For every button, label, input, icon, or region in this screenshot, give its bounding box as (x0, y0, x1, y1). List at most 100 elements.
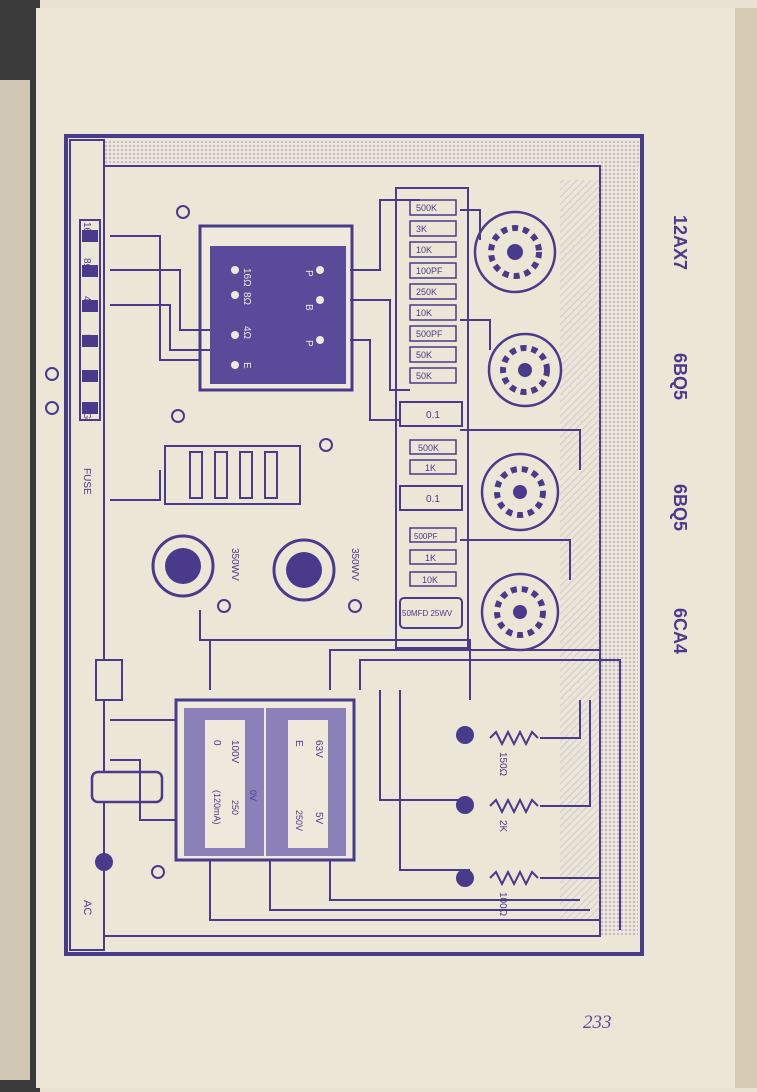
pt-tap-120ma: (120mA) (212, 790, 222, 825)
res-1k-mid (409, 459, 457, 475)
component-top-label-0: 500K (416, 203, 437, 213)
tube-socket-6ca4 (480, 572, 560, 652)
ot-tap-4: 4Ω (241, 326, 252, 340)
power-transformer (174, 698, 356, 862)
component-top-2 (409, 241, 457, 258)
tube-label-6ca4: 6CA4 (670, 608, 690, 655)
resistor-150-zigzag (489, 729, 539, 747)
fuse-label: FUSE (81, 468, 92, 495)
resistor-100-label: 100Ω (497, 892, 508, 917)
tube-socket-6bq5-1 (487, 332, 563, 408)
screw-6 (151, 865, 165, 879)
screw-3 (319, 438, 333, 452)
ot-tap-e: E (241, 362, 252, 369)
screw-2 (171, 409, 185, 423)
component-top-4 (409, 283, 457, 300)
res-1k-bot-label: 1K (425, 553, 436, 563)
component-top-label-1: 3K (416, 224, 427, 234)
chassis-hatch-right (560, 180, 600, 920)
fuse-holder (90, 770, 164, 804)
res-10k-bot (409, 571, 457, 587)
wiring-harness (110, 199, 621, 930)
cap-350wv-1: 350WV (229, 548, 240, 581)
output-terminal-strip (79, 219, 101, 421)
screw-4 (217, 599, 231, 613)
input-jack-1 (45, 367, 59, 381)
ot-tap-16: 16Ω (241, 268, 252, 287)
ot-tap-p1: P (303, 270, 314, 277)
pt-tap-250: 250 (230, 800, 240, 815)
pt-tap-0: 0 (211, 740, 222, 746)
terminal-8: 8Ω (81, 258, 92, 272)
component-top-label-6: 500PF (416, 329, 443, 339)
cap-50mfd (399, 597, 463, 629)
page-paper (36, 8, 752, 1088)
pt-tap-0v: 0V (248, 790, 258, 801)
component-top-label-4: 250K (416, 287, 437, 297)
ground-lug-1 (456, 726, 474, 744)
cap-350wv-2: 350WV (349, 548, 360, 581)
components-top-group: 500K 3K 10K 100PF 250K 10K 500PF 50K 50K (409, 199, 457, 384)
component-top-label-7: 50K (416, 350, 432, 360)
resistor-2k-label: 2K (497, 820, 508, 833)
component-top-7 (409, 346, 457, 363)
power-label: AC (81, 900, 93, 915)
component-top-3 (409, 262, 457, 279)
component-top-label-8: 50K (416, 371, 432, 381)
chassis-top-wall (104, 140, 640, 166)
electrolytic-cap-2 (272, 538, 336, 602)
pt-tap-e: E (293, 740, 304, 747)
resistor-100-zigzag (489, 869, 539, 887)
tube-label-12ax7: 12AX7 (670, 215, 690, 271)
res-500k-mid-label: 500K (418, 443, 439, 453)
pt-tap-250v: 250V (294, 810, 304, 831)
ot-tap-8: 8Ω (241, 292, 252, 306)
cap-0-1-a-label: 0.1 (426, 410, 440, 421)
terminal-e: E (81, 334, 92, 341)
cap-0-1-a (399, 401, 463, 427)
res-1k-bot (409, 549, 457, 565)
resistor-150-label: 150Ω (497, 752, 508, 777)
pt-tap-63v: 63V (313, 740, 324, 758)
component-top-6 (409, 325, 457, 342)
tube-socket-12ax7 (473, 210, 557, 294)
screw-1 (176, 205, 190, 219)
tube-label-6bq5-1: 6BQ5 (670, 353, 690, 401)
component-top-8 (409, 367, 457, 384)
cap-500pf-bot (409, 527, 457, 543)
tube-label-6bq5-2: 6BQ5 (670, 484, 690, 532)
component-top-label-5: 10K (416, 308, 432, 318)
ot-tap-p2: P (303, 340, 314, 347)
ot-tap-b: B (303, 304, 314, 311)
res-10k-bot-label: 10K (422, 575, 438, 585)
tube-socket-6bq5-2 (480, 452, 560, 532)
page-number: 233 (583, 1012, 612, 1033)
res-1k-mid-label: 1K (425, 463, 436, 473)
page-edge-left (0, 80, 30, 1080)
electrolytic-cap-1 (151, 534, 215, 598)
output-transformer (198, 224, 354, 392)
res-500k-mid (409, 439, 457, 455)
chassis-frame (64, 134, 644, 956)
component-top-5 (409, 304, 457, 321)
component-top-label-2: 10K (416, 245, 432, 255)
resistor-2k-zigzag (489, 797, 539, 815)
cap-50mfd-label: 50MFD 25WV (402, 609, 453, 618)
cap-0-1-b-label: 0.1 (426, 494, 440, 505)
ac-cord-grommet (95, 853, 113, 871)
cap-0-1-b (399, 485, 463, 511)
terminal-4: 4Ω (81, 296, 92, 310)
terminal-sig: SIG (81, 402, 92, 419)
ground-lug-2 (456, 796, 474, 814)
input-jack-2 (45, 401, 59, 415)
power-switch (95, 659, 123, 701)
component-top-label-3: 100PF (416, 266, 443, 276)
terminal-16: 16Ω (81, 222, 92, 241)
component-top-0 (409, 199, 457, 216)
pt-tap-100v: 100V (229, 740, 240, 764)
page-edge-right (735, 8, 757, 1088)
ground-lug-3 (456, 869, 474, 887)
pt-tap-5v: 5V (313, 812, 324, 825)
bias-resistor-block (164, 445, 301, 505)
